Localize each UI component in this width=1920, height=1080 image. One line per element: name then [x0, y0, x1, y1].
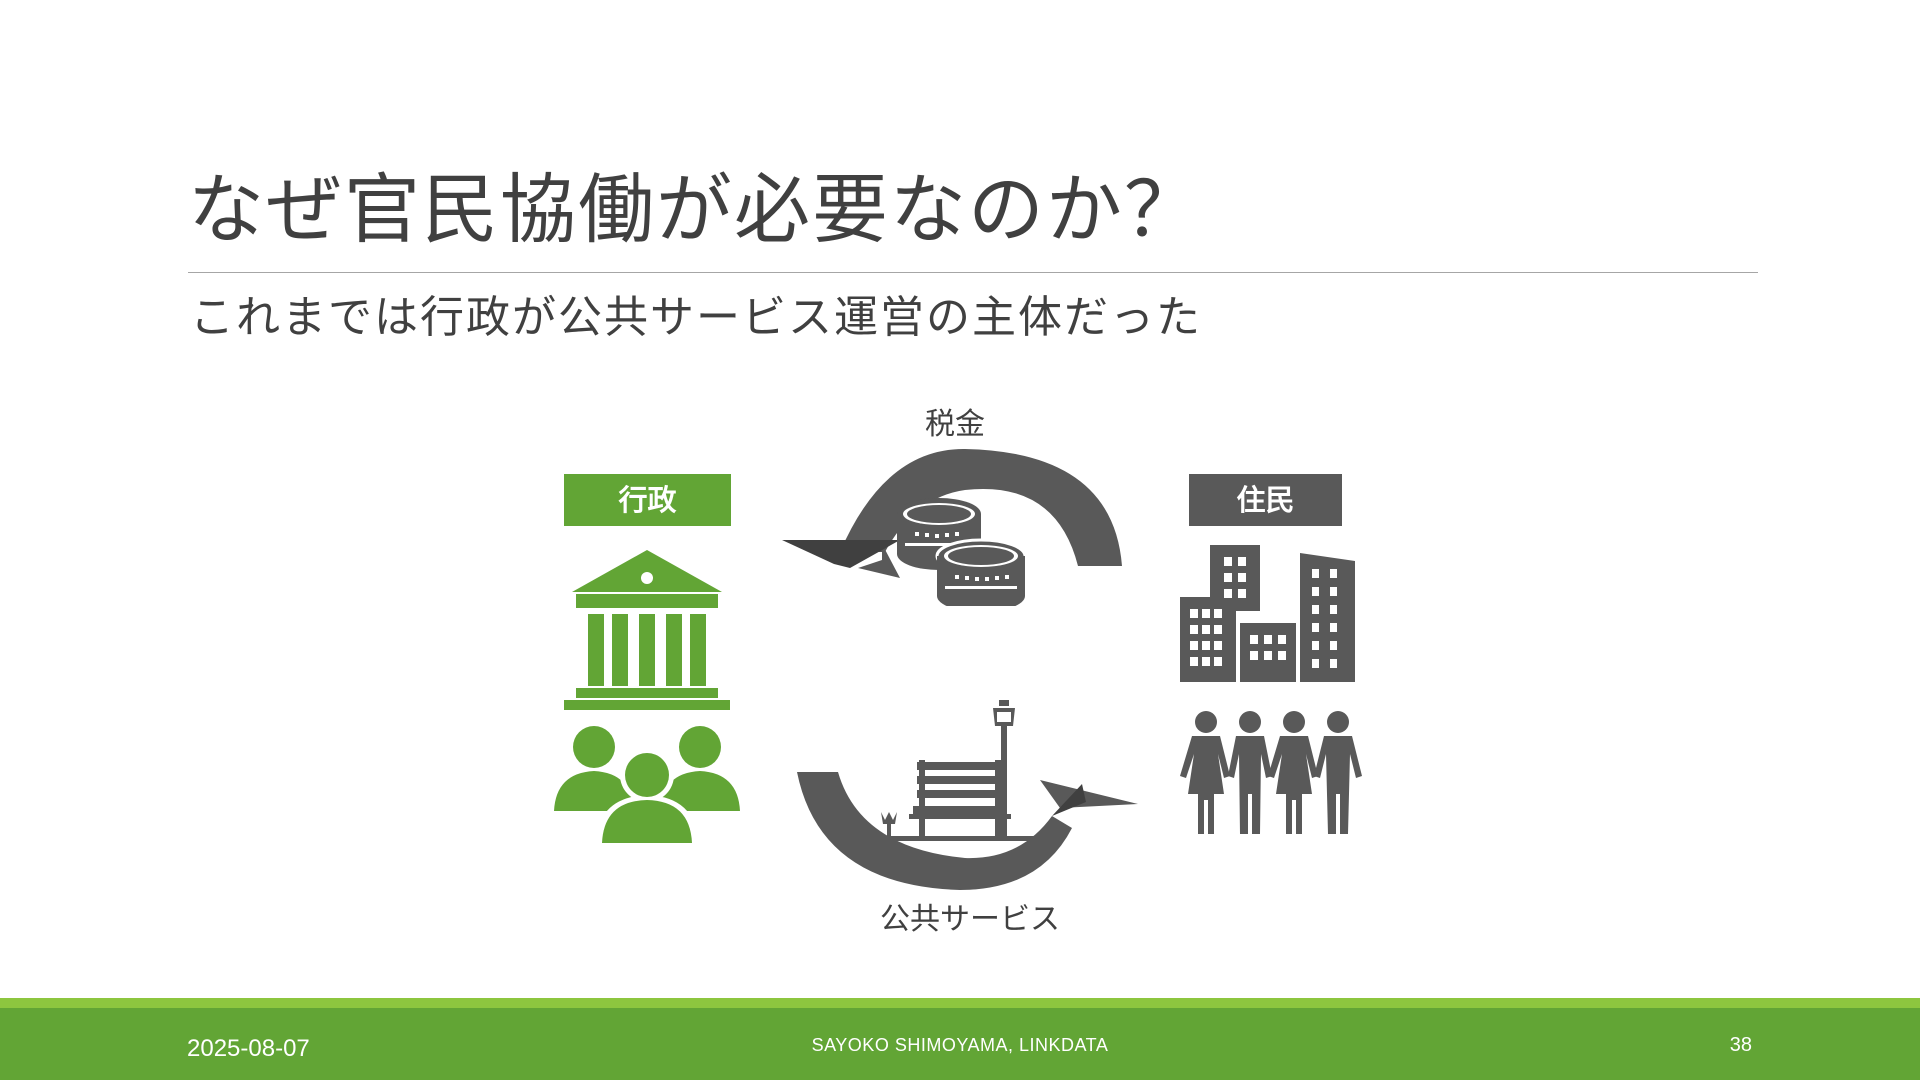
public-service-arrow-icon	[797, 772, 1138, 890]
slide-title: なぜ官民協働が必要なのか？	[188, 165, 1202, 254]
government-building-icon	[564, 550, 730, 710]
footer-accent-line	[0, 998, 1920, 1008]
tax-label: 税金	[925, 407, 985, 442]
park-bench-icon	[879, 700, 1037, 841]
title-divider	[188, 272, 1758, 273]
city-buildings-icon	[1180, 545, 1355, 682]
footer-bar	[0, 1008, 1920, 1080]
slide-subtitle: これまでは行政が公共サービス運営の主体だった	[190, 292, 1202, 343]
footer-author: SAYOKO SHIMOYAMA, LINKDATA	[811, 1035, 1109, 1055]
footer-page-number: 38	[1729, 1034, 1752, 1056]
tax-arrow-icon	[782, 448, 1122, 578]
residents-tag: 住民	[1189, 474, 1342, 526]
footer-date: 2025-08-07	[187, 1035, 310, 1062]
public-service-label: 公共サービス	[880, 902, 1060, 937]
people-group-icon	[554, 726, 740, 843]
citizens-icon	[1180, 711, 1362, 834]
coins-icon	[897, 498, 1027, 606]
government-tag: 行政	[564, 474, 731, 526]
